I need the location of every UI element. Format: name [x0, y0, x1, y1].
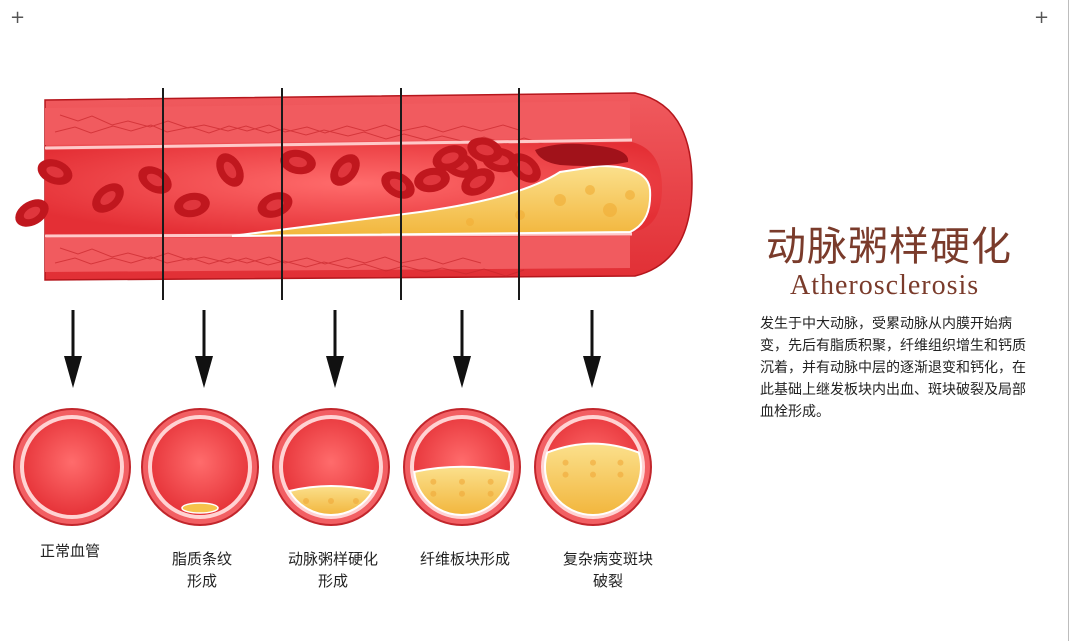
stage-dividers — [162, 88, 520, 300]
red-blood-cell — [461, 168, 495, 196]
description: 发生于中大动脉，受累动脉从内膜开始病变，先后有脂质积聚，纤维组织增生和钙质沉着，… — [760, 316, 1026, 420]
red-blood-cell — [280, 149, 316, 175]
red-blood-cell — [381, 171, 415, 199]
cross-section — [141, 408, 259, 526]
red-blood-cell — [15, 199, 49, 227]
cross-section — [13, 408, 131, 526]
stage-label-ruptured-plaque: 复杂病变斑块 破裂 — [562, 550, 653, 590]
red-blood-cell — [330, 154, 360, 186]
down-arrow-icon — [583, 310, 601, 388]
red-blood-cell — [509, 153, 541, 183]
stage-label-fatty-streak: 脂质条纹 形成 — [171, 550, 232, 590]
down-arrow-icon — [326, 310, 344, 388]
down-arrow-icon — [64, 310, 82, 388]
red-blood-cell — [414, 167, 450, 193]
plaque — [544, 442, 642, 516]
vessel-lower-media — [45, 236, 630, 272]
crop-mark-icon: + — [1034, 7, 1050, 28]
title-english: Atherosclerosis — [790, 270, 980, 301]
stage-label-fibrous-plaque: 纤维板块形成 — [419, 550, 510, 568]
stage-label-atheroma: 动脉粥样硬化 形成 — [287, 550, 378, 590]
down-arrow-icon — [453, 310, 471, 388]
title-chinese: 动脉粥样硬化 — [766, 224, 1012, 270]
down-arrow-icon — [195, 310, 213, 388]
crop-mark-icon: + — [10, 7, 26, 28]
red-blood-cell — [257, 192, 293, 218]
down-arrows — [64, 310, 601, 388]
red-blood-cell — [174, 192, 210, 218]
plaque — [181, 502, 219, 514]
vessel-longitudinal — [44, 92, 693, 281]
red-blood-cell — [467, 137, 503, 163]
vessel-thrombus — [535, 143, 629, 166]
page-right-border — [1068, 0, 1069, 641]
cross-sections — [13, 408, 652, 526]
cross-section — [403, 408, 521, 526]
red-blood-cell — [432, 145, 468, 171]
red-blood-cell — [37, 159, 73, 185]
vessel-upper-media — [45, 101, 630, 145]
cross-section — [534, 408, 652, 526]
cross-section — [272, 408, 390, 526]
red-blood-cell — [92, 183, 124, 213]
vessel-plaque — [231, 164, 652, 237]
stage-label-normal: 正常血管 — [39, 542, 100, 560]
red-blood-cell — [216, 153, 244, 187]
